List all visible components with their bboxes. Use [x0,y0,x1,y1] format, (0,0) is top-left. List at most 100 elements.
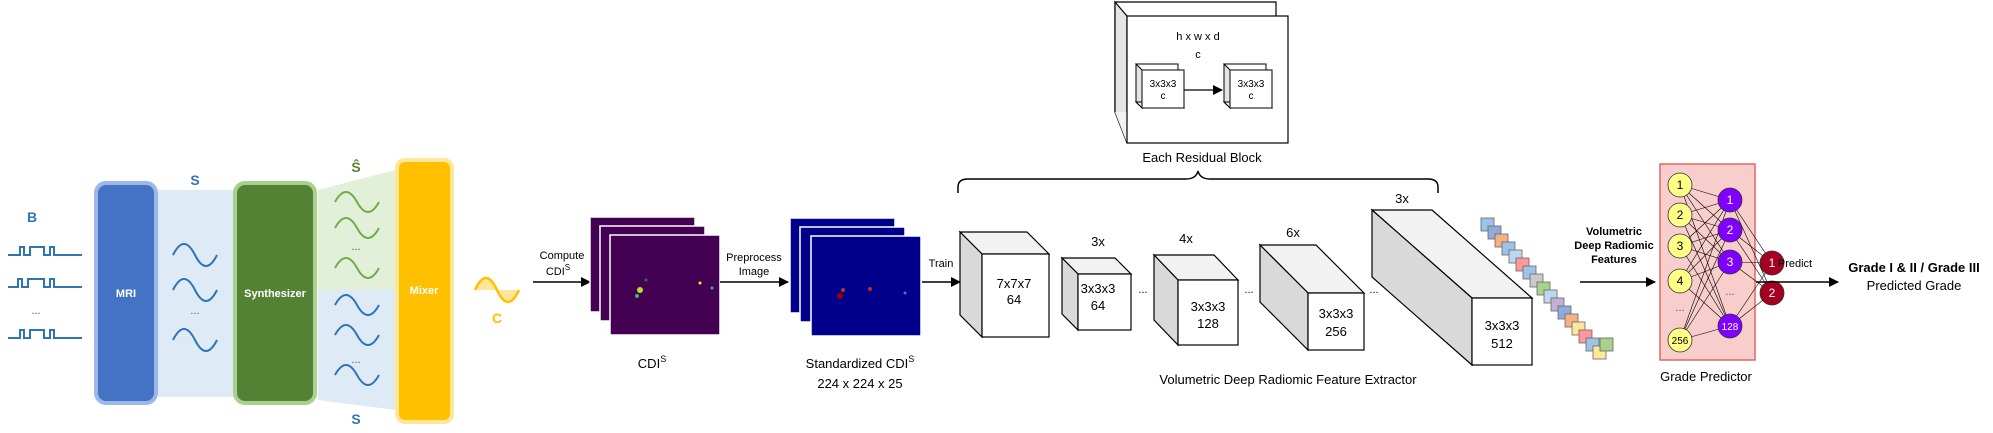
b-dots: ... [31,305,40,317]
std-cdi-caption: Standardized CDIS [806,354,915,371]
stage3-label-2: 256 [1325,324,1347,339]
c-wave [473,276,521,304]
stage1-label-2: 64 [1091,298,1105,313]
stage3-repeat: 6x [1286,225,1300,240]
s-bottom-band [318,290,395,410]
synthesizer-block [233,181,317,405]
hidden-node [1717,249,1743,275]
mri-label: MRI [116,288,136,300]
output-node [1759,250,1785,276]
input-node-label: 1 [1677,178,1684,192]
preprocess-label-1: Preprocess [726,252,782,264]
s-hat-waves [334,191,380,279]
ellipsis-3: ... [1369,284,1378,296]
input-node-label: 4 [1677,274,1684,288]
nn-edge [1679,184,1731,263]
input-node [1667,327,1693,353]
stage1-cube [1060,256,1133,332]
nn-edge [1679,229,1731,341]
train-label: Train [929,258,954,270]
input-node-label: 3 [1677,239,1684,253]
residual-header: h x w x d [1176,31,1219,43]
compute-label-2-text: CDI [546,266,565,278]
predict-label: Predict [1778,258,1812,270]
input-node [1667,172,1693,198]
stage3-cube [1258,243,1366,352]
hidden-node [1717,217,1743,243]
s-label: S [190,172,199,188]
std-cdi-dims: 224 x 224 x 25 [817,376,902,391]
s-dots: ... [190,305,199,317]
hidden-node [1717,313,1743,339]
s-bottom-waves [334,294,380,386]
stage4-cube [1370,208,1534,367]
ellipsis-2: ... [1244,284,1253,296]
residual-header-c: c [1195,49,1201,61]
stage2-repeat: 4x [1179,231,1193,246]
s-hat-band [318,170,395,290]
residual-brace [957,170,1439,193]
input-node-label: 2 [1677,208,1684,222]
stage1-repeat: 3x [1091,234,1105,249]
nn-edge [1679,199,1731,282]
preprocess-label-2: Image [739,266,770,278]
stage2-label-1: 3x3x3 [1191,299,1226,314]
s-hat-label: Ŝ [351,158,360,175]
features-label-1: Volumetric [1586,226,1642,238]
residual-caption: Each Residual Block [1142,150,1262,165]
stage4-repeat: 3x [1395,191,1409,206]
predicted-grade-value: Grade I & II / Grade III [1848,260,1980,275]
conv1-label-1: 7x7x7 [997,276,1032,291]
residual-left-conv [1134,62,1186,110]
stage2-cube [1152,253,1240,347]
compute-label-2: CDIS [546,263,570,278]
hidden-node [1717,187,1743,213]
output-node-label: 1 [1769,256,1776,270]
input-node [1667,268,1693,294]
residual-right-conv-1: 3x3x3 [1238,79,1265,90]
hidden-node-label: 3 [1727,255,1734,269]
extractor-caption: Volumetric Deep Radiomic Feature Extract… [1159,372,1417,387]
b-label: B [27,209,37,225]
hidden-node-label: 128 [1722,322,1739,333]
c-label: C [492,310,502,326]
stage4-label-1: 3x3x3 [1485,318,1520,333]
s-bottom-label: S [351,411,360,427]
hidden-node-ellipsis: ... [1725,286,1734,298]
b-pulse-signals [8,246,82,339]
stage2-label-2: 128 [1197,316,1219,331]
s-waves [172,243,218,352]
hidden-node-label: 1 [1727,193,1734,207]
residual-right-conv [1222,62,1274,110]
residual-left-conv-2: c [1161,91,1166,102]
input-node [1667,202,1693,228]
nn-edge [1679,261,1731,341]
input-node [1667,233,1693,259]
conv1-label-2: 64 [1007,292,1021,307]
stage3-label-1: 3x3x3 [1319,306,1354,321]
cdi-caption-text: CDI [638,356,660,371]
ellipsis-1: ... [1138,284,1147,296]
compute-label-1: Compute [540,250,585,262]
residual-right-conv-2: c [1249,91,1254,102]
grade-predictor-caption: Grade Predictor [1660,369,1752,384]
hidden-node-label: 2 [1727,223,1734,237]
nn-edge [1729,262,1773,327]
stage4-label-2: 512 [1491,336,1513,351]
conv1-cube [958,230,1051,339]
features-label-3: Features [1591,254,1637,266]
standardized-cdi-stack [789,217,922,337]
predicted-grade-caption: Predicted Grade [1867,278,1962,293]
nn-edge [1729,199,1773,264]
input-node-ellipsis: ... [1675,302,1684,314]
stage1-label-1: 3x3x3 [1081,281,1116,296]
mixer-block [395,158,454,424]
features-label-2: Deep Radiomic [1574,240,1653,252]
mri-block [94,181,158,405]
output-node-label: 2 [1769,286,1776,300]
output-node [1759,280,1785,306]
feature-vector [1480,217,1614,360]
std-cdi-caption-text: Standardized CDI [806,356,909,371]
cdi-image-stack [589,216,721,336]
